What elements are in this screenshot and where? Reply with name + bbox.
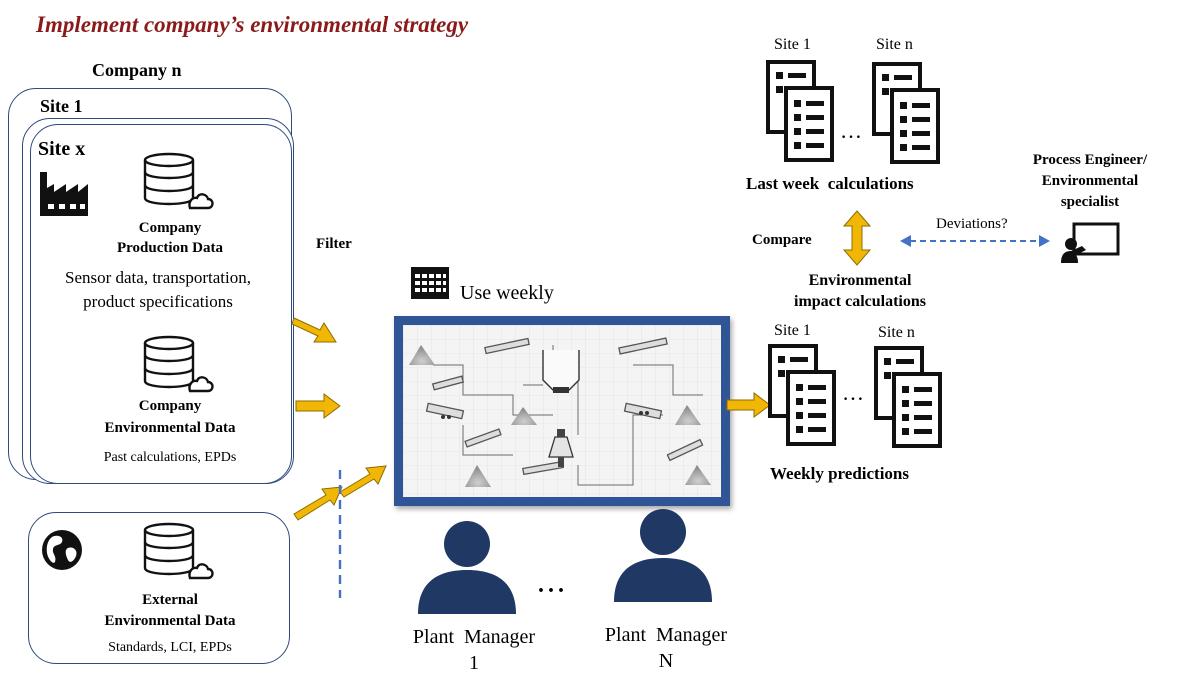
arrow-environmental-to-tool [295,393,341,419]
arrow-tool-to-predictions [726,392,771,418]
arrow-external-to-tool [293,465,387,521]
env-impact-line2: impact calculations [794,293,926,310]
plant-manager-1-line2: 1 [469,652,479,674]
production-title-2: Production Data [117,240,223,256]
globe-icon [42,530,82,570]
environmental-title-2: Environmental Data [104,420,236,436]
engineer-line3: specialist [1060,194,1120,210]
database-cloud-icon [143,152,214,210]
bottom-docs-ellipsis: … [842,380,864,405]
calendar-icon [411,267,449,299]
production-desc-2: product specifications [83,292,233,311]
engineer-line1: Process Engineer/ [1032,152,1148,168]
environmental-desc: Past calculations, EPDs [103,450,237,465]
database-cloud-icon [143,335,214,393]
database-cloud-icon [143,522,214,580]
filter-label: Filter [316,236,352,252]
factory-icon [40,172,88,216]
environmental-title-1: Company [138,398,202,414]
bottom-site-first-label: Site 1 [774,322,811,339]
sitex-box [30,124,292,484]
sitex-label: Site x [38,138,86,160]
process-flowsheet [403,325,721,497]
document-icon [872,62,940,164]
deviations-double-arrow [900,235,1050,247]
site1-label: Site 1 [40,96,83,116]
engineer-line2: Environmental [1041,173,1139,189]
person-icon [418,521,516,614]
weekly-predictions-caption: Weekly predictions [770,464,909,483]
presenter-icon [1061,222,1120,263]
use-weekly-label: Use weekly [460,282,554,304]
env-impact-line1: Environmental [808,272,912,289]
filter-dashed-line [338,470,342,598]
plant-manager-1-line1: Plant Manager [412,626,536,648]
external-desc: Standards, LCI, EPDs [108,640,232,655]
last-week-caption: Last week calculations [746,174,914,193]
top-site-first-label: Site 1 [774,36,811,53]
production-desc-1: Sensor data, transportation, [64,268,251,287]
bottom-site-last-label: Site n [878,324,915,341]
production-title-1: Company [138,220,202,236]
compare-label: Compare [752,232,812,248]
person-icon [614,509,712,602]
company-label: Company n [92,60,182,80]
top-docs-ellipsis: … [840,118,862,143]
arrow-production-to-tool [292,317,337,343]
document-icon [768,344,836,446]
process-flowsheet-screen [394,316,730,506]
top-site-last-label: Site n [876,36,913,53]
external-title-1: External [142,592,198,608]
deviations-label: Deviations? [936,216,1008,232]
document-icon [874,346,942,448]
page-title: Implement company’s environmental strate… [36,12,469,37]
compare-double-arrow [842,210,872,266]
document-icon [766,60,834,162]
managers-ellipsis: ... [538,572,568,598]
plant-manager-n-line1: Plant Manager [604,624,728,646]
plant-manager-n-line2: N [658,650,674,672]
external-title-2: Environmental Data [104,613,236,629]
